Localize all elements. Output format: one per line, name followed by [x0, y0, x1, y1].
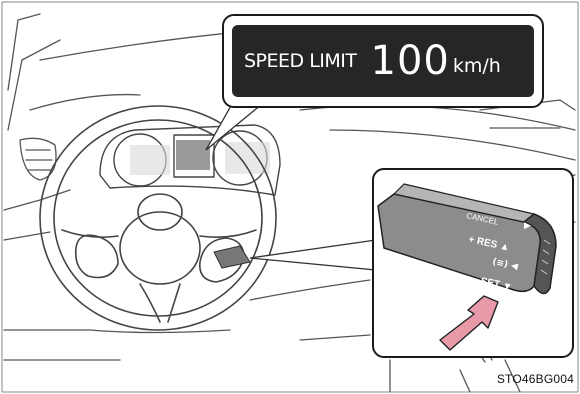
lever-closeup: CANCEL ▶ + RES ▲ (≡) ◀ – SET ▼: [374, 170, 572, 356]
speed-limit-value: 100: [371, 41, 450, 81]
steering-wheel: [40, 106, 276, 330]
figure-code: STO46BG004: [497, 372, 574, 386]
cruise-lever-callout: CANCEL ▶ + RES ▲ (≡) ◀ – SET ▼: [372, 168, 574, 358]
speed-limit-display-callout: SPEED LIMIT 100 km/h: [222, 14, 544, 108]
cancel-arrow-icon: ▶: [524, 221, 531, 231]
push-down-arrow-icon: [440, 296, 498, 350]
speed-limit-label: SPEED LIMIT: [244, 50, 357, 72]
lever-callout-pointer: [250, 240, 376, 270]
speed-limit-unit: km/h: [453, 55, 501, 77]
multi-info-display-area: [176, 140, 210, 170]
cruise-lever-on-column: [214, 246, 250, 268]
speed-limit-display: SPEED LIMIT 100 km/h: [232, 25, 534, 97]
